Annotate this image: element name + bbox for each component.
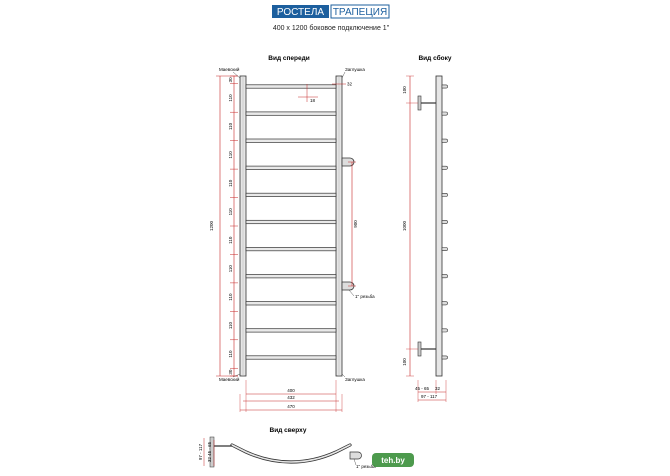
center-distance-label: 900 xyxy=(353,220,358,228)
top-view-title: Вид сверху xyxy=(270,427,307,434)
side-offset-label: 32 xyxy=(435,386,441,391)
cap-top-label: Заглушка xyxy=(345,67,365,72)
side-upright xyxy=(435,75,443,377)
side-rung-end-9 xyxy=(441,301,448,306)
side-rung-end-4 xyxy=(441,165,448,170)
width-470-label: 470 xyxy=(287,404,295,409)
side-view-title: Вид сбоку xyxy=(418,54,451,62)
rung-offset-label: 18 xyxy=(310,98,316,103)
header: РОСТЕЛА ТРАПЕЦИЯ 400 х 1200 боковое подк… xyxy=(272,4,390,32)
rung-9 xyxy=(245,301,337,306)
rung-7 xyxy=(245,247,337,252)
side-rung-end-1 xyxy=(441,84,448,89)
total-depth-label: 97 - 117 xyxy=(421,394,438,399)
cap-top-leader xyxy=(341,71,346,79)
brand-name: РОСТЕЛА xyxy=(277,7,324,18)
rungs xyxy=(245,84,337,360)
left-segment-dims: 30 110 110 110 110 110 110 110 110 110 110 30 xyxy=(228,75,238,377)
top-profile-inner xyxy=(231,444,351,463)
side-rung-end-7 xyxy=(441,247,448,251)
top-wall-bracket xyxy=(417,95,436,111)
side-mid-dim-label: 1000 xyxy=(402,220,407,231)
mayevsky-bottom-leader xyxy=(232,373,241,378)
side-rung-end-5 xyxy=(441,193,448,197)
left-segment-label: 110 xyxy=(228,208,233,216)
width-400-label: 400 xyxy=(287,388,295,393)
side-rung-end-11 xyxy=(441,355,448,360)
thread-label: 1" резьба xyxy=(355,294,375,299)
rung-4 xyxy=(245,165,337,170)
side-rung-end-10 xyxy=(441,328,448,333)
rung-8 xyxy=(245,274,337,279)
rung-6 xyxy=(245,219,337,225)
left-segment-label: 110 xyxy=(228,122,233,130)
total-height-label: 1200 xyxy=(209,220,214,231)
left-segment-label: 110 xyxy=(228,350,233,358)
side-rung-end-6 xyxy=(441,220,448,224)
rung-2 xyxy=(245,111,337,116)
cap-bottom-label: Заглушка xyxy=(345,377,365,382)
left-segment-label: 110 xyxy=(228,151,233,159)
top-side-connection xyxy=(349,451,362,460)
cap-bottom-leader xyxy=(341,373,346,378)
top-offset-label: 32 45 - 65 xyxy=(207,441,212,462)
left-segment-label: 110 xyxy=(228,265,233,273)
top-thread-leader xyxy=(353,458,357,466)
rung-3 xyxy=(245,138,337,143)
left-segment-label: 110 xyxy=(228,94,233,102)
mayevsky-bottom-label: Маевский xyxy=(219,376,240,382)
top-offset-label: 32 xyxy=(347,82,353,87)
side-bottom-dim-label: 100 xyxy=(402,358,407,366)
model-name: ТРАПЕЦИЯ xyxy=(333,7,387,18)
depth-range-label: 45 - 65 xyxy=(415,386,430,391)
left-segment-label: 110 xyxy=(228,293,233,301)
rung-10 xyxy=(245,328,337,333)
rung-5 xyxy=(245,192,337,197)
brand-box xyxy=(272,5,329,18)
front-view: Вид спереди 30 110 110 110 110 110 110 110 110 11… xyxy=(209,55,375,412)
watermark-text: teh.by xyxy=(381,456,405,465)
side-rung-end-2 xyxy=(441,111,448,116)
side-rung-end-3 xyxy=(441,138,448,143)
left-segment-label: 110 xyxy=(228,236,233,244)
model-box xyxy=(330,4,390,19)
side-rung-ends xyxy=(441,84,448,360)
top-depth-label: 97 - 117 xyxy=(198,443,203,460)
side-top-dim-label: 100 xyxy=(402,86,407,94)
watermark-badge xyxy=(372,453,414,467)
top-view: Вид сверху 97 - 117 32 45 - 65 1" резьба xyxy=(198,427,376,469)
rung-11 xyxy=(245,355,337,360)
left-segment-label: 110 xyxy=(228,179,233,187)
mayevsky-top-label: Маевский xyxy=(219,66,240,72)
side-view: Вид сбоку 100 1000 100 45 - 65 32 97 - 1… xyxy=(402,54,452,402)
side-rung-end-8 xyxy=(441,274,448,279)
mayevsky-top-leader xyxy=(232,71,241,79)
left-segment-label: 110 xyxy=(228,321,233,329)
width-dims: 400 432 470 xyxy=(239,380,343,412)
subtitle: 400 х 1200 боковое подключение 1" xyxy=(273,24,390,32)
top-thread-label: 1" резьба xyxy=(356,464,376,469)
width-432-label: 432 xyxy=(287,395,295,400)
watermark: teh.by xyxy=(372,453,414,467)
rung-1 xyxy=(245,84,337,89)
left-segment-label: 30 xyxy=(228,77,233,83)
front-view-title: Вид спереди xyxy=(268,55,310,62)
bottom-wall-bracket xyxy=(417,341,436,357)
left-segment-label: 30 xyxy=(228,369,233,375)
thread-leader xyxy=(348,289,355,297)
